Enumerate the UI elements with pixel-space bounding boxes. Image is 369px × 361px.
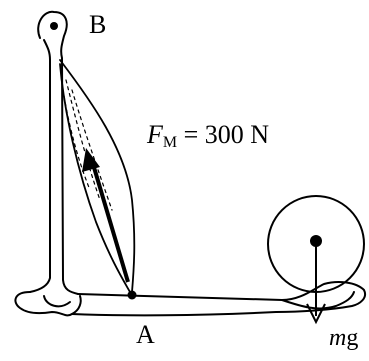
force-value: = 300 N <box>177 120 270 149</box>
elbow-joint <box>14 291 82 317</box>
point-a-label: A <box>136 320 155 349</box>
muscle-force-arrowhead <box>82 148 100 172</box>
weight-label: mg <box>329 326 358 350</box>
muscle-fibers <box>63 79 113 211</box>
point-b-label: B <box>89 10 107 39</box>
muscle-force-label: FM = 300 N <box>147 122 269 151</box>
point-b-dot <box>50 22 58 30</box>
hand-outline <box>281 291 355 310</box>
upper-arm-bone <box>29 10 79 295</box>
point-a-dot <box>127 290 137 300</box>
weight-g-symbol: g <box>346 325 359 351</box>
muscle-force-arrow-shaft <box>91 163 130 283</box>
weight-mass-symbol: m <box>329 325 347 351</box>
weight-arrowhead <box>306 303 326 325</box>
elbow-inner-curve <box>43 295 71 308</box>
force-subscript: M <box>162 134 178 151</box>
force-symbol: F <box>147 120 163 149</box>
